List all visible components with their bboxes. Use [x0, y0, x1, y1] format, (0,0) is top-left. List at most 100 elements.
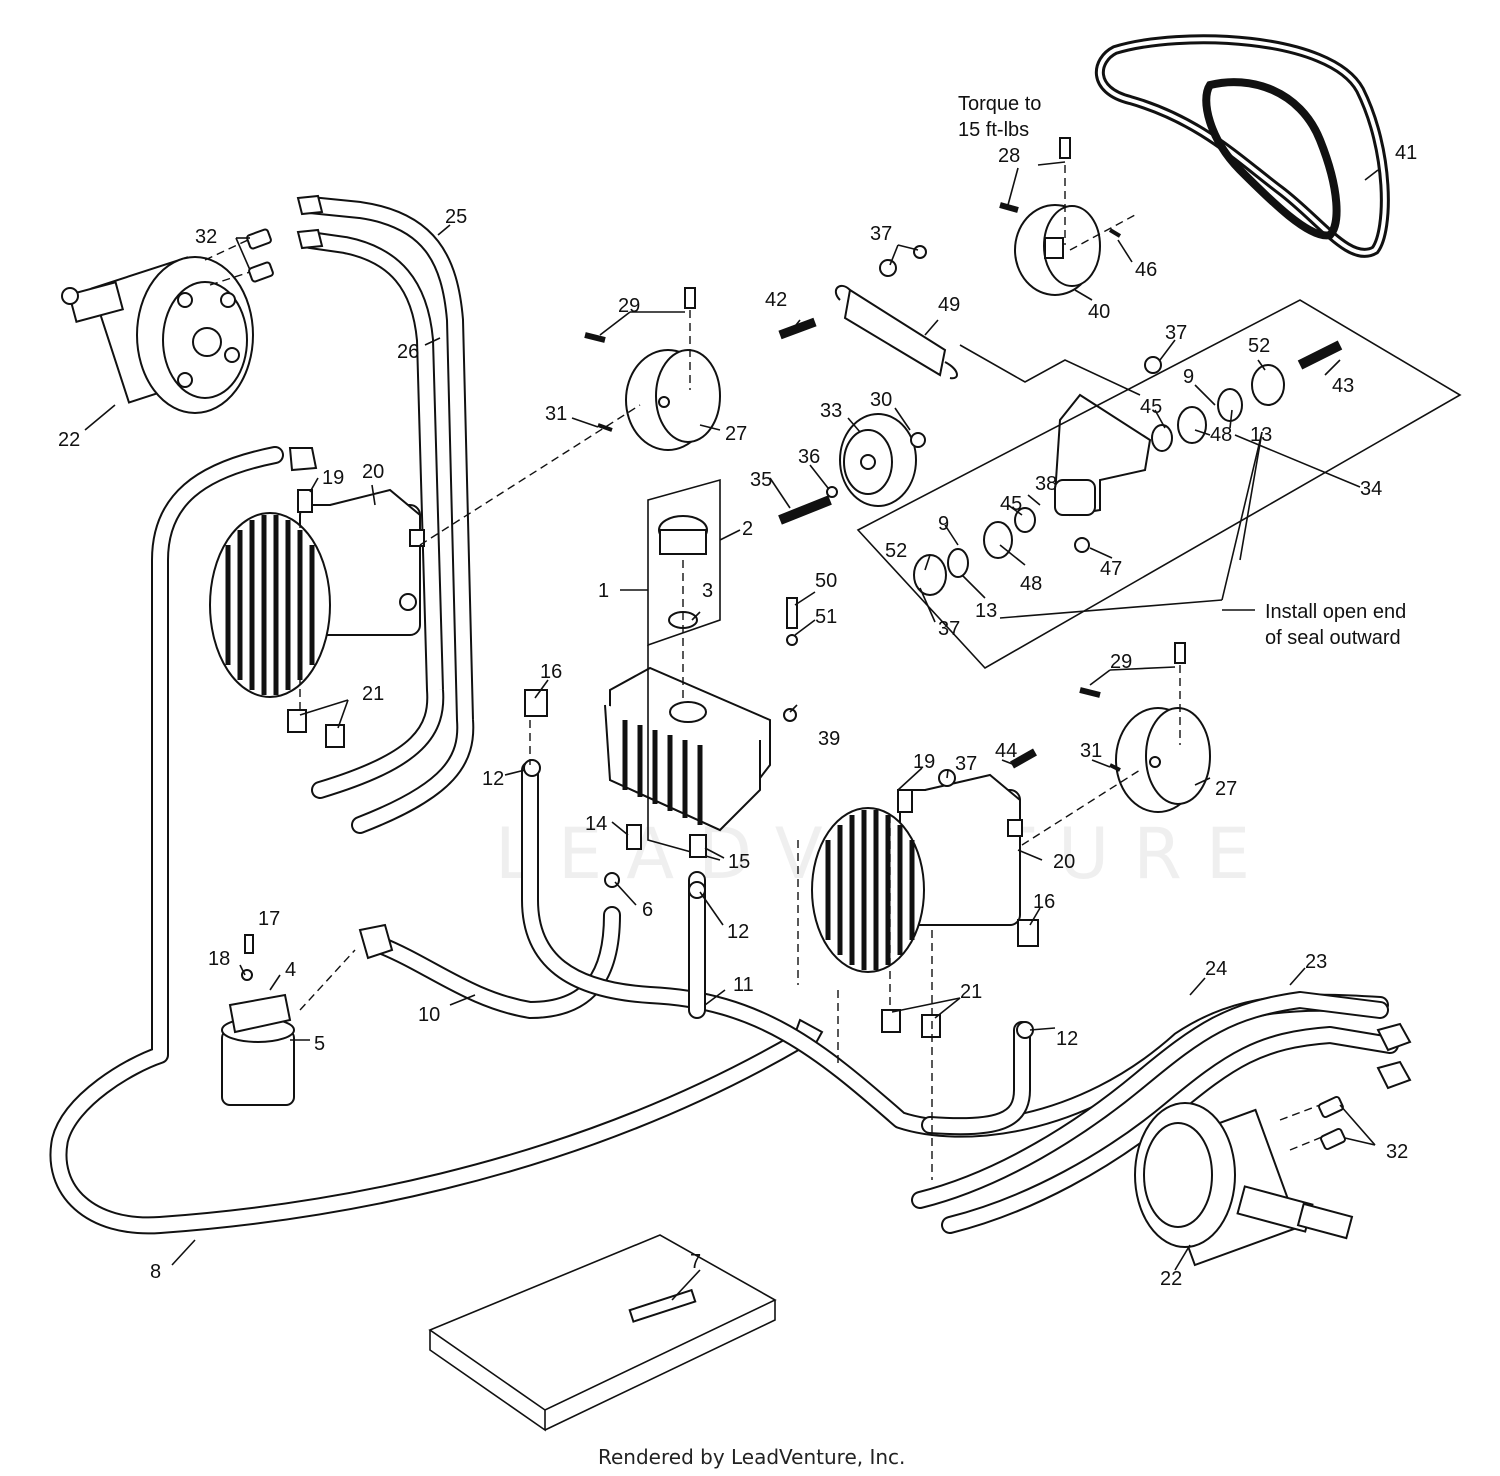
drive-belt: [1095, 34, 1390, 258]
callout-45-lower: 45: [1000, 493, 1022, 515]
callout-44: 44: [995, 740, 1017, 762]
callout-7: 7: [690, 1251, 701, 1273]
centerlines: [299, 165, 1181, 1180]
callout-8: 8: [150, 1261, 161, 1283]
spring-49: [834, 284, 958, 380]
callout-24: 24: [1205, 958, 1227, 980]
leader-spring-arm: [959, 344, 1141, 396]
callout-46: 46: [1135, 259, 1157, 281]
wheel-motor-right: [1134, 1102, 1354, 1267]
callout-37-top: 37: [870, 223, 892, 245]
callout-45-upper: 45: [1140, 396, 1162, 418]
callout-31-right: 31: [1080, 740, 1102, 762]
callout-50: 50: [815, 570, 837, 592]
hose-10: [358, 906, 621, 1019]
callout-22-right: 22: [1160, 1268, 1182, 1290]
callout-37-kit: 37: [1165, 322, 1187, 344]
callout-29-right: 29: [1110, 651, 1132, 673]
idler-pulley-33: [839, 413, 917, 507]
callout-12-left: 12: [482, 768, 504, 790]
pulley-27-right: [1115, 707, 1211, 813]
callout-22-left: 22: [58, 429, 80, 451]
callout-16-right: 16: [1033, 891, 1055, 913]
mount-plate-7: [428, 1234, 777, 1432]
callout-37-pump: 37: [955, 753, 977, 775]
callout-34: 34: [1360, 478, 1382, 500]
callout-13-upper: 13: [1250, 424, 1272, 446]
callout-41: 41: [1395, 142, 1417, 164]
callout-21-right: 21: [960, 981, 982, 1003]
callout-14: 14: [585, 813, 607, 835]
callout-48-lower: 48: [1020, 573, 1042, 595]
callout-10: 10: [418, 1004, 440, 1026]
callout-32-left: 32: [195, 226, 217, 248]
callout-12-right: 12: [1056, 1028, 1078, 1050]
callout-5: 5: [314, 1033, 325, 1055]
callout-49: 49: [938, 294, 960, 316]
bearing-stack-lower: [913, 507, 1036, 596]
callout-51: 51: [815, 606, 837, 628]
callout-31-left: 31: [545, 403, 567, 425]
bolt-42: [778, 317, 817, 340]
bolt-44: [1010, 748, 1037, 769]
callout-16-left: 16: [540, 661, 562, 683]
hoses-25-26: [296, 194, 475, 834]
callout-18: 18: [208, 948, 230, 970]
callout-28: 28: [998, 145, 1020, 167]
callout-37-lower: 37: [938, 618, 960, 640]
callout-6: 6: [642, 899, 653, 921]
callout-1: 1: [598, 580, 609, 602]
callout-20-right: 20: [1053, 851, 1075, 873]
callout-20-left: 20: [362, 461, 384, 483]
hydro-pump-left: [209, 488, 425, 698]
bolt-35: [778, 495, 832, 525]
callout-26: 26: [397, 341, 419, 363]
callout-47: 47: [1100, 558, 1122, 580]
rendered-by-footer: Rendered by LeadVenture, Inc.: [598, 1445, 905, 1469]
callout-38: 38: [1035, 473, 1057, 495]
hydraulic-tank: [604, 478, 771, 861]
torque-note-line2: 15 ft-lbs: [958, 119, 1029, 141]
callout-19-right: 19: [913, 751, 935, 773]
callout-40: 40: [1088, 301, 1110, 323]
idler-pulley-40: [1014, 204, 1101, 296]
pulley-27-left: [625, 349, 721, 451]
bearing-stack-upper: [1151, 364, 1285, 452]
callout-labels: 1 2 3 4 5 6 7 8 9 9 10 11 12 12 12 13 13…: [58, 142, 1417, 1290]
hydro-pump-right: [811, 773, 1023, 973]
leader-lines: [84, 161, 1379, 1301]
wheel-motor-left: [61, 256, 254, 414]
callout-43: 43: [1332, 375, 1354, 397]
callout-15: 15: [728, 851, 750, 873]
callout-17: 17: [258, 908, 280, 930]
callout-4: 4: [285, 959, 296, 981]
callout-12-center: 12: [727, 921, 749, 943]
idler-arm: [1053, 393, 1152, 517]
fittings-32-left: [204, 228, 274, 286]
callout-27-right: 27: [1215, 778, 1237, 800]
callout-36: 36: [798, 446, 820, 468]
callout-42: 42: [765, 289, 787, 311]
oil-filter-5: [221, 934, 295, 1106]
torque-note-line1: Torque to: [958, 93, 1041, 115]
callout-30: 30: [870, 389, 892, 411]
callout-19-left: 19: [322, 467, 344, 489]
callout-35: 35: [750, 469, 772, 491]
callout-2: 2: [742, 518, 753, 540]
callout-32-right: 32: [1386, 1141, 1408, 1163]
callout-33: 33: [820, 400, 842, 422]
callout-21-left: 21: [362, 683, 384, 705]
callout-52-upper: 52: [1248, 335, 1270, 357]
seal-note-line1: Install open end: [1265, 601, 1406, 623]
callout-9-lower: 9: [938, 513, 949, 535]
callout-3: 3: [702, 580, 713, 602]
callout-29-left: 29: [618, 295, 640, 317]
callout-48-upper: 48: [1210, 424, 1232, 446]
fittings-misc: [287, 137, 1186, 1039]
callout-25: 25: [445, 206, 467, 228]
seal-note-line2: of seal outward: [1265, 627, 1401, 649]
callout-39: 39: [818, 728, 840, 750]
callout-23: 23: [1305, 951, 1327, 973]
callout-52-lower: 52: [885, 540, 907, 562]
